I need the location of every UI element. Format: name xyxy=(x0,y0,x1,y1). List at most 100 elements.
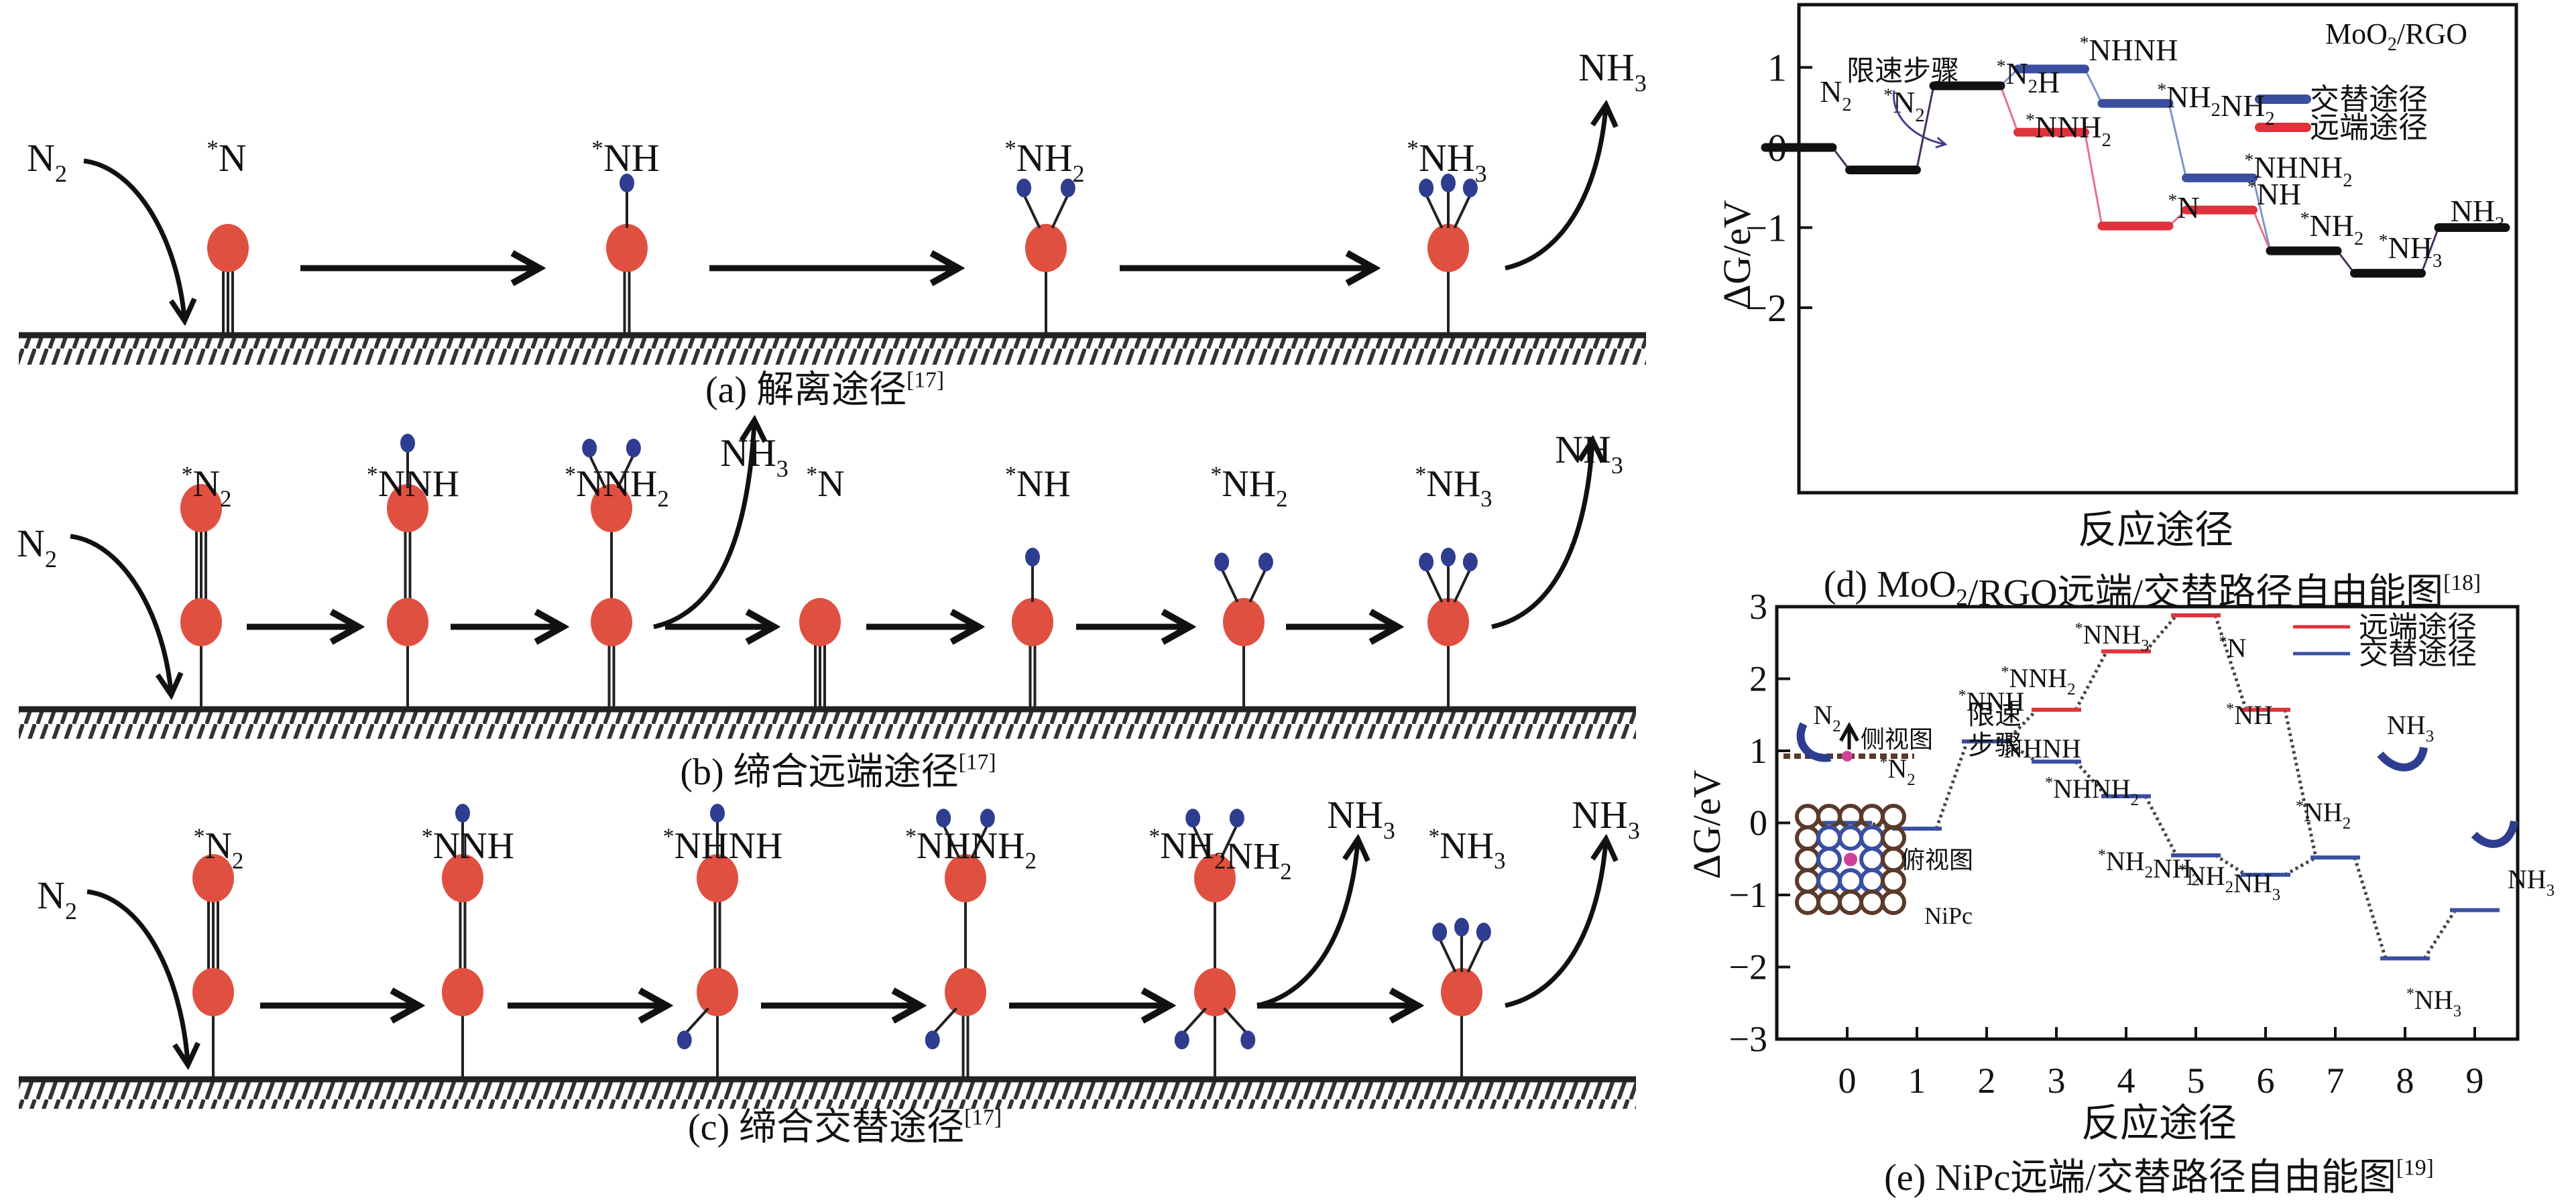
hydrogen-atom xyxy=(1258,552,1273,572)
y-tick-label: 3 xyxy=(1749,587,1767,627)
y-tick-label: −2 xyxy=(1729,947,1767,987)
hydrogen-atom xyxy=(1025,548,1040,566)
x-tick-label: 5 xyxy=(2187,1061,2205,1101)
product-nh3-label: NH3 xyxy=(720,431,788,482)
level-label: *NH2 xyxy=(2296,797,2351,833)
x-tick-label: 0 xyxy=(1838,1061,1857,1101)
lattice-ring xyxy=(1859,868,1885,894)
lattice-ring xyxy=(1816,825,1842,851)
species-label-2: *NHNH xyxy=(663,825,783,867)
lattice-ring xyxy=(1795,825,1820,851)
connector-dotted-line xyxy=(2214,853,2247,877)
x-tick-label: 8 xyxy=(2396,1061,2414,1101)
lattice-ring xyxy=(1816,868,1842,894)
nitrogen-atom xyxy=(192,854,234,902)
level-label: *NNH2 xyxy=(2026,109,2111,151)
chemical-bond xyxy=(1425,194,1444,229)
hydrogen-atom xyxy=(626,438,641,458)
level-label: *NNH3 xyxy=(2074,619,2149,655)
panel-b-caption: (b) 缔合远端途径[17] xyxy=(680,750,996,793)
chemical-bond xyxy=(1466,938,1485,973)
x-tick-label: 1 xyxy=(1908,1061,1926,1101)
surface-hatching xyxy=(19,1082,1636,1109)
desorption-arrow xyxy=(1505,841,1606,1008)
panel-a-caption: (a) 解离途径[17] xyxy=(705,368,944,411)
hydrogen-atom xyxy=(582,438,597,458)
level-label: *N xyxy=(2219,633,2247,663)
desorption-arrow xyxy=(1491,442,1592,629)
level-label: *NH2 xyxy=(2300,208,2364,249)
species-label-0: *N2 xyxy=(182,463,232,512)
connector-dotted-line xyxy=(2283,709,2318,858)
level-label: *NHNH xyxy=(1995,733,2081,764)
connector-dotted-line xyxy=(2422,909,2457,959)
connector-line xyxy=(2084,68,2103,104)
species-label-6: *NH3 xyxy=(1415,463,1492,512)
hydrogen-atom xyxy=(677,1030,692,1050)
hydrogen-atom xyxy=(925,1030,940,1050)
lattice-ring xyxy=(1816,847,1842,872)
hydrogen-atom xyxy=(1240,1030,1256,1050)
y-tick-label: 1 xyxy=(1767,46,1787,90)
level-label: *NHNH2 xyxy=(2045,774,2139,809)
level-label: *NHNH xyxy=(2080,32,2178,67)
connector-dotted-line xyxy=(2144,795,2178,857)
nitrogen-atom xyxy=(697,854,738,902)
nitrogen-atom xyxy=(1427,598,1469,646)
panel-e-caption: (e) NiPc远端/交替路径自由能图[19] xyxy=(1884,1156,2434,1199)
connector-line xyxy=(1916,85,1935,170)
reactant-n2-label: N2 xyxy=(17,522,57,573)
plot-frame xyxy=(1775,605,2520,1041)
level-label: *NH3 xyxy=(2406,985,2461,1020)
hydrogen-atom xyxy=(1432,922,1448,942)
connector-line xyxy=(1999,85,2019,133)
y-axis-label: ΔG/eV xyxy=(1715,200,1759,309)
connector-line xyxy=(2252,209,2272,251)
nitrogen-atom xyxy=(1223,598,1265,646)
lattice-ring xyxy=(1881,804,1906,829)
x-axis-label: 反应途径 xyxy=(2078,508,2233,552)
adsorption-arrow-icon xyxy=(1796,722,1831,762)
level-label: *NH3 xyxy=(2379,230,2443,272)
chemical-bond xyxy=(942,824,961,859)
chemical-bond xyxy=(1220,568,1239,603)
chemical-bond xyxy=(931,1007,957,1036)
lattice-ring xyxy=(1838,868,1863,894)
connector-dotted-line xyxy=(2074,760,2108,798)
lattice-ring xyxy=(1838,825,1863,851)
desorption-arrow xyxy=(1256,841,1358,1008)
chemical-bond xyxy=(1453,194,1472,229)
level-label: *NH xyxy=(2226,700,2273,730)
species-label-5: *NH3 xyxy=(1428,825,1505,874)
chemical-bond xyxy=(588,454,607,489)
nitrogen-atom xyxy=(387,484,428,532)
lattice-ring xyxy=(1795,847,1820,872)
rate-limiting-step-annotation: 步骤 xyxy=(1968,730,2022,760)
nitrogen-atom xyxy=(1025,224,1067,272)
nitrogen-atom xyxy=(606,224,648,272)
nitrogen-atom xyxy=(192,968,234,1016)
product-nh3-label: NH3 xyxy=(1555,428,1623,479)
desorption-arrow xyxy=(1505,107,1606,271)
lattice-ring xyxy=(1795,868,1820,894)
hydrogen-atom xyxy=(980,808,995,828)
nitrogen-atom xyxy=(945,854,986,902)
reactant-n2-label: N2 xyxy=(37,874,77,924)
rate-limiting-step-annotation: 限速步骤 xyxy=(1847,56,1959,87)
hydrogen-atom xyxy=(1214,552,1230,572)
hydrogen-atom xyxy=(455,804,470,823)
hydrogen-atom xyxy=(1174,1030,1189,1050)
y-tick-label: −1 xyxy=(1745,206,1787,250)
lattice-ring xyxy=(1859,847,1885,872)
desorption-arrow-icon xyxy=(2471,820,2518,848)
connector-dotted-line xyxy=(2284,855,2317,877)
hydrogen-atom xyxy=(1462,552,1478,572)
chart-title: MoO2/RGO xyxy=(2325,17,2467,55)
hydrogen-atom xyxy=(1185,808,1201,828)
lattice-ring xyxy=(1795,804,1820,829)
adsorption-arrow xyxy=(86,889,188,1063)
level-label: NH3 xyxy=(2508,864,2555,900)
level-label: NH3 xyxy=(2451,194,2505,235)
